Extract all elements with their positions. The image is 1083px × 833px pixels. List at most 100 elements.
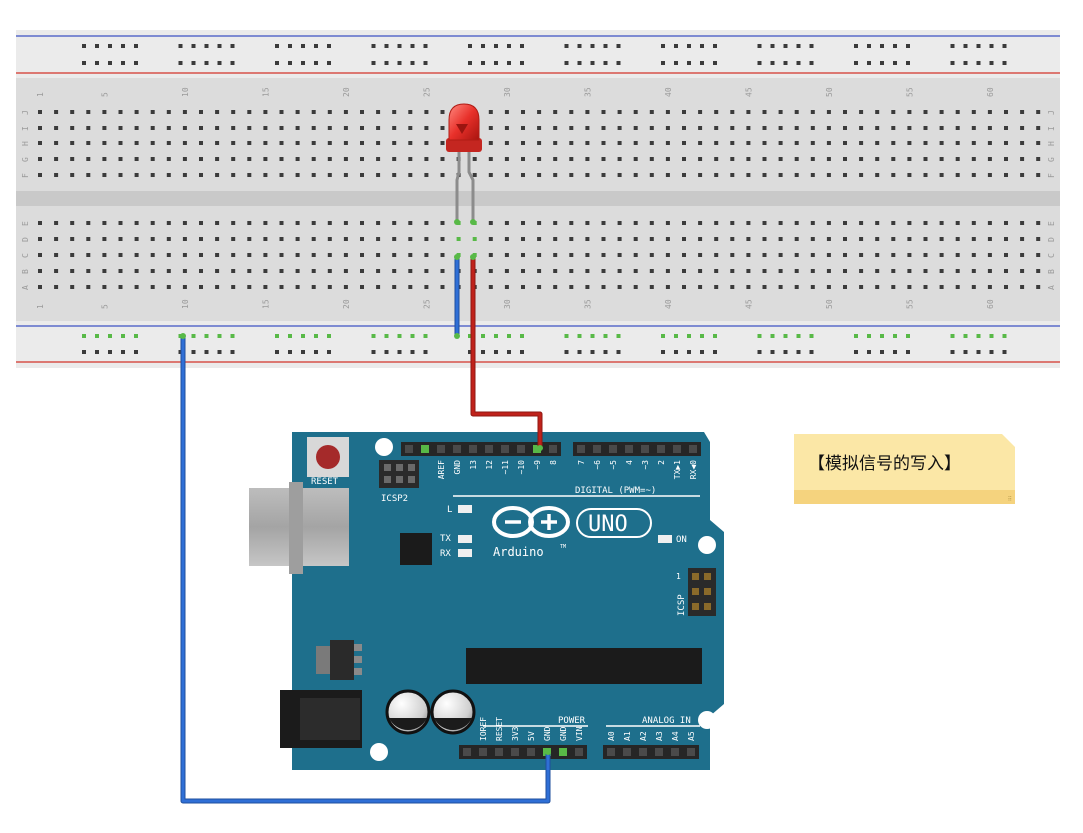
breadboard-hole [166,126,171,130]
breadboard-hole [859,173,864,177]
breadboard-hole [891,269,896,273]
breadboard-hole [859,141,864,145]
breadboard-hole [263,173,268,177]
bottom-power-rail [16,321,1060,368]
breadboard-hole [54,253,59,257]
breadboard-hole [392,157,397,161]
red-led[interactable] [446,103,482,225]
analog-pin-label: A3 [655,731,664,741]
rail-hole [108,61,112,65]
rail-hole [757,61,762,65]
breadboard-hole [327,221,332,225]
breadboard-hole [118,269,123,273]
rail-hole [796,61,801,65]
breadboard-hole [1036,269,1041,273]
icsp2-pin [384,464,391,471]
rail-hole [275,334,279,338]
breadboard-hole [698,269,703,273]
icsp2-label: ICSP2 [381,494,408,504]
breadboard-hole [440,253,445,257]
breadboard-hole [955,253,960,257]
rail-hole [880,350,884,354]
breadboard-hole [585,141,590,145]
rail-hole [191,350,196,354]
rail-hole [108,44,112,48]
breadboard-hole [649,110,654,114]
column-number: 55 [905,87,914,97]
rail-hole [121,44,125,48]
breadboard-hole [54,110,59,114]
breadboard-hole [746,110,751,114]
rail-hole [687,61,691,65]
power-pin-label: VIN [575,726,584,741]
breadboard-hole [537,126,542,130]
column-number: 15 [261,299,270,309]
sticky-note: 【模拟信号的写入】 ⠿ [794,434,1015,504]
breadboard-hole [263,237,268,241]
breadboard-hole [859,110,864,114]
breadboard-hole [875,141,880,145]
breadboard-hole [343,269,348,273]
icsp-pin [704,603,711,610]
rail-hole [301,350,305,354]
rail-hole [230,350,235,354]
icsp-pins [692,573,711,610]
breadboard-hole [810,269,815,273]
breadboard-hole [617,157,622,161]
breadboard-hole [247,126,252,130]
rail-hole [95,44,99,48]
breadboard-hole [859,269,864,273]
breadboard-hole [38,269,42,273]
breadboard-hole [682,221,686,225]
breadboard-hole [778,157,783,161]
led-die [456,124,468,134]
row-letter: H [1047,141,1056,146]
rail-hole [82,44,86,48]
breadboard-hole [762,221,767,225]
breadboard-hole [488,237,493,241]
rail-hole [384,61,389,65]
breadboard-hole [376,237,381,241]
breadboard-hole [1004,141,1008,145]
breadboard-hole [343,173,348,177]
breadboard-hole [521,285,525,289]
breadboard-hole [279,157,284,161]
power-pin-label: IOREF [479,717,488,741]
rail-hole [906,334,910,338]
breadboard-hole [86,285,91,289]
breadboard-hole [585,269,590,273]
breadboard-hole [247,269,252,273]
breadboard-hole [955,157,960,161]
rail-hole [616,334,621,338]
breadboard-hole [263,253,268,257]
usb-interface-chip [400,533,432,565]
breadboard-hole [762,237,767,241]
rail-hole [82,334,86,338]
rail-hole [494,334,498,338]
breadboard-hole [826,269,831,273]
breadboard-hole [1004,157,1008,161]
rail-hole [108,350,112,354]
breadboard-hole [199,285,203,289]
digital-pin-label: 8 [549,460,558,465]
rail-hole [564,334,569,338]
rail-hole [603,61,608,65]
breadboard-hole [215,237,220,241]
digital-pin-label: GND [453,460,462,475]
reset-button[interactable] [316,445,340,469]
rail-hole [1002,350,1007,354]
breadboard-hole [215,253,220,257]
header-pin [641,445,649,453]
breadboard-hole [617,126,622,130]
row-letter: D [1047,237,1056,242]
breadboard-hole [987,141,992,145]
power-pin-label: GND [559,726,568,741]
breadboard-hole [875,157,880,161]
breadboard-hole [891,126,896,130]
breadboard-hole [408,221,413,225]
breadboard-hole [392,221,397,225]
breadboard-hole [714,253,719,257]
breadboard-hole [1036,157,1041,161]
breadboard-hole [569,126,574,130]
